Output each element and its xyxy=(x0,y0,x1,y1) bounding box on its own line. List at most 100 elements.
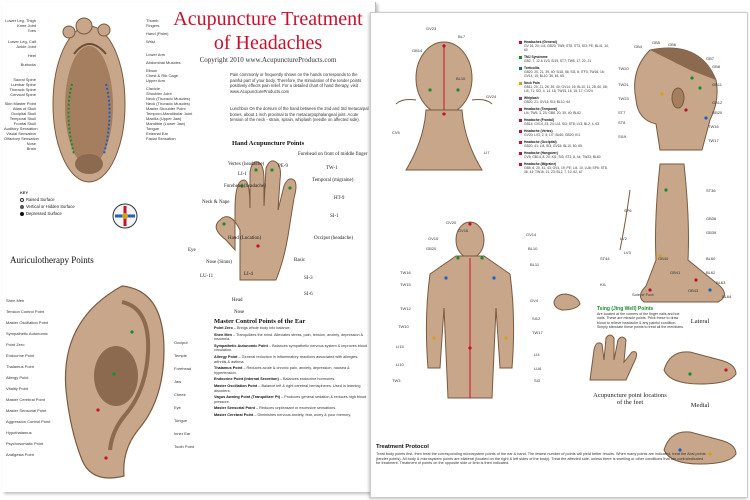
head-back-label: GB14 xyxy=(412,48,423,53)
headache-type-name: Headaches (General) xyxy=(524,40,557,44)
head-back-label: GV23 xyxy=(426,26,437,31)
headache-type-name: Whiplash xyxy=(524,96,539,100)
foot-label: Fingers xyxy=(146,23,160,28)
key-row: Depressed Surface xyxy=(20,210,110,217)
intro-paragraph-2: Lunchbox On the dorsum of the hand betwe… xyxy=(230,106,369,122)
ear-labels-left: Shen Men Tension Control Point Master Os… xyxy=(6,298,56,457)
body-label: GV20 xyxy=(446,220,457,225)
ear-point-desc: Balances sympathetic nervous system & im… xyxy=(214,343,368,353)
depressed-surface-swatch xyxy=(20,211,24,216)
head-side-diagram xyxy=(634,47,718,151)
foot-label: Atlas of Skull xyxy=(12,106,36,111)
headache-type-row: Headache (Vertex)GV20; LV3, 2, 5; LI7; B… xyxy=(519,129,609,137)
body-label: BL10 xyxy=(528,246,538,251)
headache-type-name: Headache (Occipital) xyxy=(524,140,557,144)
legend-swatch xyxy=(519,67,522,70)
legend-swatch xyxy=(519,163,522,166)
ear-label: Master Oscillation Point xyxy=(6,320,49,325)
leg-diagram xyxy=(619,163,725,303)
headache-type-name: Torticollis xyxy=(524,66,540,70)
ear-labels-right: Occiput Temple Forehead Jaw Cheek Eye To… xyxy=(174,340,214,449)
body-diagram xyxy=(425,221,515,399)
head-side-label: GB5 xyxy=(652,40,661,45)
headache-type-name: Headache (Migraine) xyxy=(524,162,557,166)
ear-label: Inner Ear xyxy=(174,431,191,436)
ear-label: Tooth Point xyxy=(174,444,195,449)
body-label: TW17 xyxy=(532,330,543,335)
ear-point-name: Master Sensorial Point xyxy=(214,406,255,411)
hand-label: Nose (Sinus) xyxy=(206,260,232,265)
legend-swatch xyxy=(519,108,522,111)
ear-point-desc: General reduction in inflammatory reacti… xyxy=(214,354,359,364)
foot-label: Brain xyxy=(26,146,36,151)
foot-label: Lower Arm xyxy=(146,52,166,57)
head-side-label: TW20 xyxy=(618,66,629,71)
foot-label: Auditory Sensation xyxy=(4,126,38,131)
foot-lateral-caption: Lateral xyxy=(690,318,710,325)
foot-label: Neck (Thoracic Muscles) xyxy=(146,96,191,101)
foot-label: Heel xyxy=(27,53,36,58)
leg-label: KI1 xyxy=(600,282,607,287)
leg-label: GB39 xyxy=(706,230,717,235)
body-label: TW12 xyxy=(400,306,411,311)
body-label: LI10 xyxy=(396,362,404,367)
hand-label: LI-4 xyxy=(244,272,253,277)
treatment-protocol-text: Treat body points first, then treat the … xyxy=(376,452,706,466)
foot-label: Master Shoulder Point xyxy=(146,106,186,111)
compass-icon xyxy=(112,203,138,229)
head-back-label: GV24 xyxy=(486,94,497,99)
head-side-label: SI19 xyxy=(618,134,627,139)
intro-paragraph: Pain commonly or frequently shown on the… xyxy=(230,72,362,94)
legend-swatch xyxy=(519,41,522,44)
ear-point-name: Sympathetic Autonomic Point xyxy=(214,343,268,348)
leg-label: ST36 xyxy=(706,188,716,193)
foot-label: Maxilla (Upper Jaw) xyxy=(146,116,182,121)
foot-reflex-diagram xyxy=(52,17,126,183)
ear-label: Tongue xyxy=(174,418,188,423)
body-label: LU6 xyxy=(534,366,542,371)
foot-labels-left: Lower Leg, Thigh Knee Joint Toes Lower L… xyxy=(4,18,39,151)
body-label: TW3 xyxy=(392,378,401,383)
tsing-points-box: Tsing (Jing Well) Points Are located at … xyxy=(597,306,687,330)
hand-label: TW-1 xyxy=(326,166,338,171)
ear-point-desc: Reduces unpleasant or excessive sensatio… xyxy=(259,406,337,411)
foot-label: Olfactory Sensation xyxy=(4,136,39,141)
hand-label: PE-9 xyxy=(278,164,288,169)
headache-type-row: Headache (Hangover)CV5; GB14, 8, 20; KI1… xyxy=(519,151,609,159)
leg-label: ST44 xyxy=(600,256,610,261)
head-side-label: TW23 xyxy=(618,96,629,101)
foot-medial-caption: Medial xyxy=(690,402,710,409)
foot-label: Visual Sensation xyxy=(6,131,36,136)
ear-label: Thalamus Point xyxy=(6,364,34,369)
hand-section-title: Hand Acupuncture Points xyxy=(232,140,305,147)
foot-label: Occipital Skull xyxy=(10,111,36,116)
body-label: BL11 xyxy=(530,262,540,267)
ear-point-desc: Produces general sedation & reduces high… xyxy=(214,395,367,404)
legend-swatch xyxy=(519,97,522,100)
ear-point-item: Allergy Point – General reduction in inf… xyxy=(214,354,359,364)
foot-label: Frontal Skull xyxy=(13,121,36,126)
hand-label: HT-9 xyxy=(334,196,345,201)
foot-label: Skin Master Point xyxy=(4,101,36,106)
headache-type-row: Headaches (General)GV 16, 20; LI4; GB20;… xyxy=(519,40,609,52)
ear-label: Allergy Point xyxy=(6,375,29,380)
headache-type-row: Headache (Temporal)LI4; TW5, 3, 23; GB8,… xyxy=(519,107,609,115)
head-side-label: GB8 xyxy=(712,64,721,69)
body-label: SI3 xyxy=(534,378,541,383)
ear-point-item: Endocrine Point (Internal Secretion) – B… xyxy=(214,377,336,382)
head-side-label: GB12 xyxy=(712,100,723,105)
ear-label: Aggression Control Point xyxy=(6,419,51,424)
hand-label: Temporal (migraine) xyxy=(312,178,354,183)
key-title: KEY xyxy=(20,190,29,195)
ear-label: Sympathetic Autonomic xyxy=(6,331,48,336)
hand-label: Eye xyxy=(188,248,196,253)
legend-swatch xyxy=(519,130,522,133)
ear-point-name: Point Zero xyxy=(214,326,233,330)
head-back-label: CV5 xyxy=(392,130,400,135)
legend-swatch xyxy=(519,152,522,155)
ear-label: Analgesia Point xyxy=(6,452,34,457)
headache-type-points: GB14; GV14, 23, 24; LI4, SI3; ST8; LV3; … xyxy=(524,122,600,126)
